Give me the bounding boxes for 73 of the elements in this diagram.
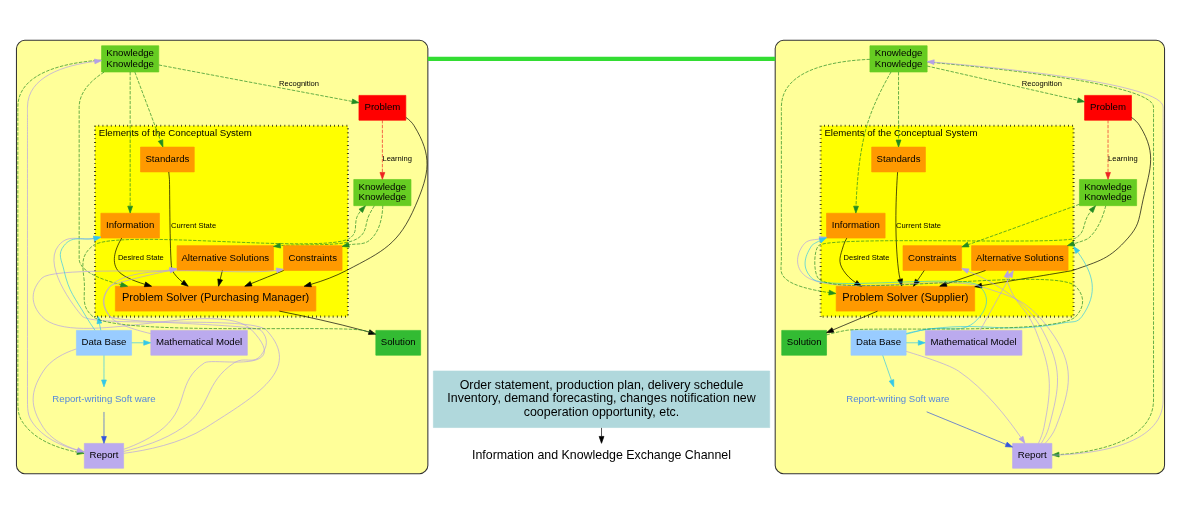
arrow	[96, 316, 103, 331]
node-box: Order statement, production plan, delivery schedule Inventory, demand forecasting, changes notification new cooperation opportunity, etc.	[433, 370, 770, 428]
node-box: Problem	[358, 95, 407, 121]
arrow	[895, 171, 903, 287]
edge-label: Current State	[895, 220, 942, 230]
node-text: Report-writing Soft ware	[52, 392, 156, 404]
arrow	[278, 310, 376, 335]
arrow	[158, 64, 360, 105]
node-box: Problem Solver (Purchasing Manager)	[115, 285, 317, 312]
arrow	[926, 65, 1085, 103]
node-text: Report-writing Soft ware	[846, 392, 950, 404]
arrow	[82, 205, 377, 334]
node-box: Knowledge Knowledge	[353, 179, 412, 206]
arrow	[926, 411, 1013, 448]
node-box: Standards	[140, 146, 195, 173]
node-box: Knowledge Knowledge	[1079, 179, 1137, 206]
node-box: Alternative Solutions	[176, 245, 274, 271]
arrow	[895, 71, 902, 148]
edge-label: Recognition	[278, 78, 320, 88]
arrow	[78, 71, 128, 288]
node-box: Constraints	[902, 245, 962, 271]
edge-label: Desired State	[843, 252, 890, 262]
arrow	[273, 205, 375, 249]
edge-label: Desired State	[117, 252, 164, 262]
arrow	[101, 355, 107, 388]
node-box: Report	[1012, 443, 1053, 469]
arrow	[905, 340, 926, 346]
node-box: Problem Solver (Supplier)	[835, 285, 976, 312]
arrow	[1067, 205, 1107, 247]
arrow	[303, 117, 428, 288]
node-box: Standards	[871, 146, 926, 173]
arrow	[60, 235, 102, 331]
node-box: Information	[826, 212, 886, 239]
node-box: Knowledge Knowledge	[101, 45, 160, 73]
arrow	[341, 205, 384, 248]
node-box: Solution	[375, 330, 421, 356]
arrow	[127, 71, 133, 214]
edge-label: Current State	[171, 220, 217, 230]
node-box: Problem	[1084, 95, 1132, 121]
node-box: Solution	[781, 330, 827, 356]
arrow	[826, 310, 878, 333]
arrow	[979, 270, 1014, 331]
arrow	[101, 411, 107, 444]
arrow	[961, 268, 1058, 444]
node-box: Mathematical Model	[925, 330, 1023, 356]
node-box: Data Base	[76, 330, 132, 356]
node-text: Information and Knowledge Exchange Channel	[472, 447, 732, 462]
arrow	[244, 270, 284, 287]
arrow	[134, 71, 164, 148]
connector	[427, 56, 776, 61]
node-box: Constraints	[283, 245, 343, 271]
arrow	[780, 59, 871, 296]
arrow	[1003, 270, 1050, 444]
node-box: Alternative Solutions	[971, 245, 1069, 271]
arrow	[217, 270, 223, 287]
node-box: Report	[84, 443, 124, 469]
arrow	[905, 351, 1026, 444]
node-box: Information	[100, 212, 160, 239]
node-box: Data Base	[850, 330, 907, 356]
edge-label: Recognition	[1021, 78, 1062, 88]
arrow	[814, 205, 1096, 336]
arrow	[1105, 119, 1111, 180]
edge-label: Learning	[1108, 154, 1138, 164]
arrow	[961, 203, 1080, 248]
node-box: Mathematical Model	[150, 330, 248, 356]
arrow	[379, 119, 386, 180]
arrow	[598, 427, 605, 444]
arrow	[853, 71, 892, 214]
edge-label: Learning	[382, 154, 412, 164]
node-box: Knowledge Knowledge	[869, 45, 928, 73]
arrow	[114, 237, 152, 287]
arrow	[131, 340, 151, 346]
arrow	[882, 355, 895, 388]
